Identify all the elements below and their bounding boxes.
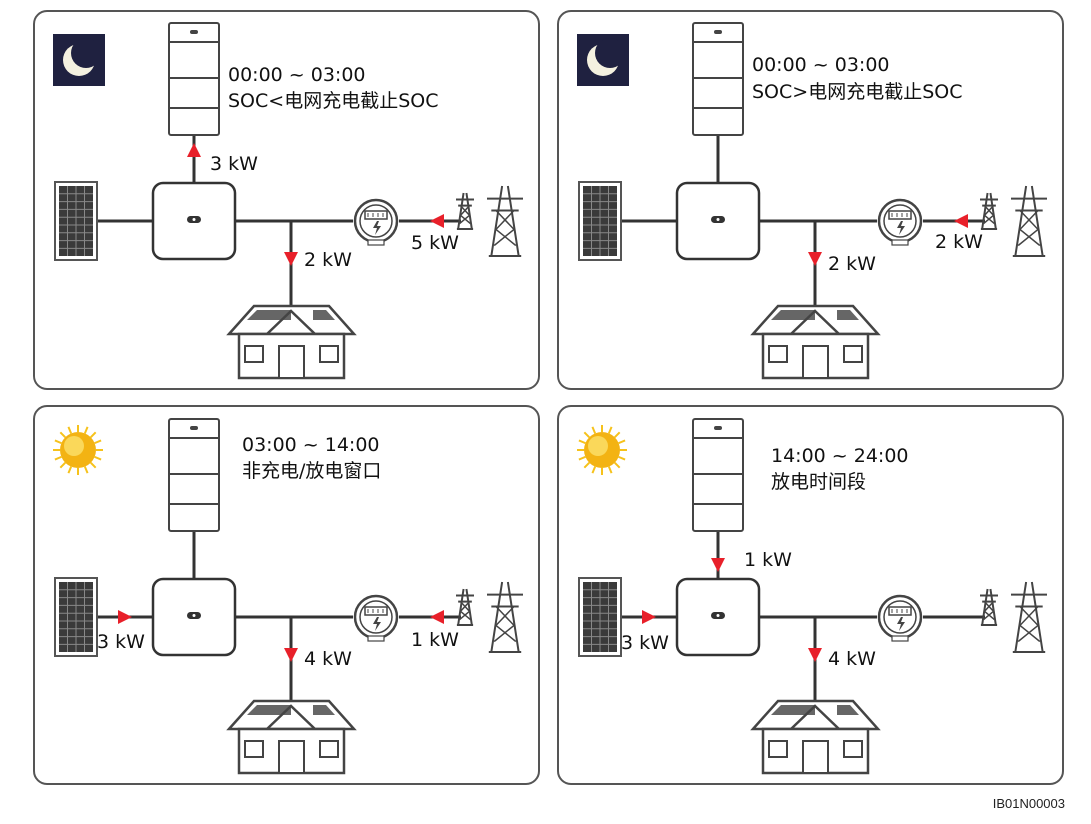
solar-panel-icon [578, 577, 622, 657]
sun-icon [53, 425, 103, 475]
pv-flow-label: 3 kW [97, 631, 145, 653]
battery-stack-icon [692, 22, 744, 136]
home-flow-label: 4 kW [828, 648, 876, 670]
transmission-tower-icon [487, 185, 523, 257]
battery-flow-arrow [187, 143, 201, 157]
mode-label: SOC>电网充电截止SOC [752, 81, 963, 103]
grid-flow-label: 5 kW [411, 232, 459, 254]
time-window-label: 00:00 ~ 03:00 [228, 64, 366, 86]
house-icon [750, 304, 881, 380]
battery-stack-icon [692, 418, 744, 532]
solar-panel-icon [578, 181, 622, 261]
solar-panel-icon [54, 181, 98, 261]
grid-flow-arrow [954, 214, 968, 228]
smart-meter-icon [353, 594, 399, 642]
house-icon [226, 304, 357, 380]
diagram-canvas [577, 418, 1047, 775]
home-flow-arrow [808, 648, 822, 662]
mode-label: 放电时间段 [771, 471, 867, 493]
panel-night-charge: 00:00 ~ 03:00 SOC<电网充电截止SOC 3 kW 2 kW 5 … [33, 10, 540, 390]
diagram-canvas [577, 22, 1047, 380]
small-pylon-icon [980, 192, 998, 230]
pv-flow-arrow [118, 610, 132, 624]
inverter-icon [151, 181, 237, 261]
house-icon [226, 699, 357, 775]
sun-icon [577, 425, 627, 475]
smart-meter-icon [877, 198, 923, 246]
figure-code: IB01N00003 [992, 796, 1065, 811]
home-flow-arrow [284, 648, 298, 662]
inverter-icon [675, 577, 761, 657]
solar-panel-icon [54, 577, 98, 657]
moon-icon [53, 34, 105, 86]
transmission-tower-icon [1011, 185, 1047, 257]
grid-flow-arrow [430, 610, 444, 624]
panel-day-discharge: 14:00 ~ 24:00 放电时间段 1 kW 3 kW 4 kW [557, 405, 1064, 785]
battery-stack-icon [168, 22, 220, 136]
pv-flow-label: 3 kW [621, 632, 669, 654]
grid-flow-arrow [430, 214, 444, 228]
transmission-tower-icon [1011, 581, 1047, 653]
transmission-tower-icon [487, 581, 523, 653]
home-flow-arrow [808, 252, 822, 266]
battery-flow-label: 3 kW [210, 153, 258, 175]
time-window-label: 00:00 ~ 03:00 [752, 54, 890, 76]
home-flow-arrow [284, 252, 298, 266]
house-icon [750, 699, 881, 775]
inverter-icon [675, 181, 761, 261]
smart-meter-icon [353, 198, 399, 246]
mode-label: 非充电/放电窗口 [242, 460, 382, 482]
panel-day-normal: 03:00 ~ 14:00 非充电/放电窗口 3 kW 4 kW 1 kW [33, 405, 540, 785]
small-pylon-icon [456, 588, 474, 626]
mode-label: SOC<电网充电截止SOC [228, 90, 439, 112]
battery-flow-label: 1 kW [744, 549, 792, 571]
diagram-canvas [53, 22, 523, 380]
home-flow-label: 2 kW [828, 253, 876, 275]
grid-flow-label: 2 kW [935, 231, 983, 253]
battery-stack-icon [168, 418, 220, 532]
home-flow-label: 2 kW [304, 249, 352, 271]
time-window-label: 03:00 ~ 14:00 [242, 434, 380, 456]
inverter-icon [151, 577, 237, 657]
small-pylon-icon [456, 192, 474, 230]
pv-flow-arrow [642, 610, 656, 624]
grid-flow-label: 1 kW [411, 629, 459, 651]
home-flow-label: 4 kW [304, 648, 352, 670]
smart-meter-icon [877, 594, 923, 642]
time-window-label: 14:00 ~ 24:00 [771, 445, 909, 467]
panel-night-idle: 00:00 ~ 03:00 SOC>电网充电截止SOC 2 kW 2 kW [557, 10, 1064, 390]
small-pylon-icon [980, 588, 998, 626]
diagram-canvas [53, 418, 523, 775]
moon-icon [577, 34, 629, 86]
battery-flow-arrow [711, 558, 725, 572]
